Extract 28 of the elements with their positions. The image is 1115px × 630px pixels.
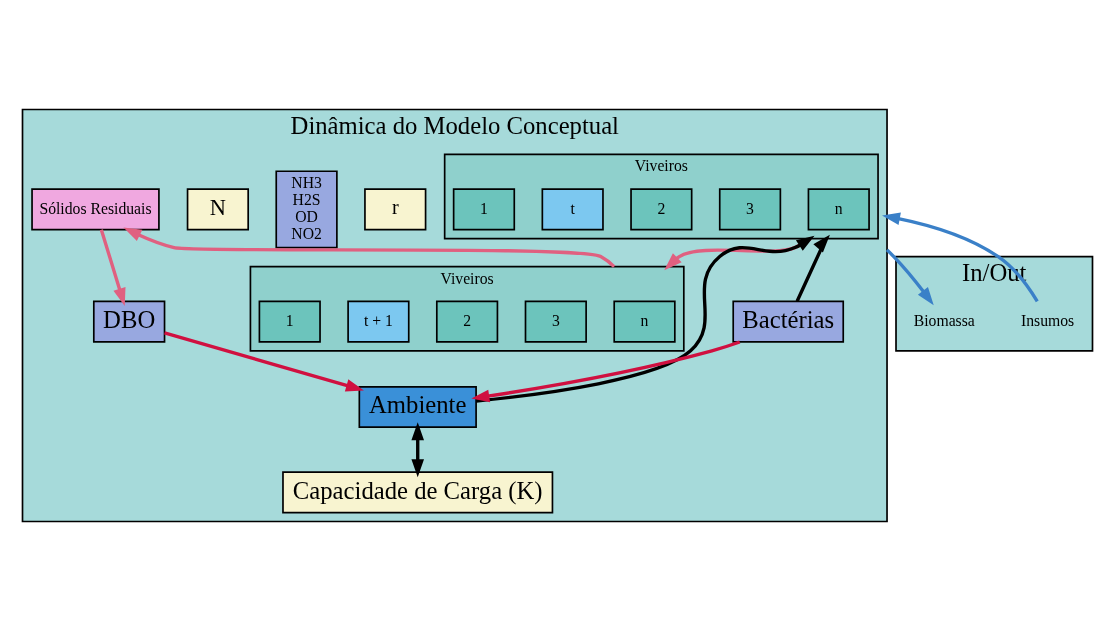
node-box: 1 xyxy=(452,187,516,230)
arrow xyxy=(795,234,830,302)
node-box: DBO xyxy=(92,300,166,343)
node-box: N xyxy=(186,187,249,230)
arrow xyxy=(99,228,126,306)
node-box: NH3 H2S OD NO2 xyxy=(275,169,338,248)
node-box: 2 xyxy=(435,300,499,343)
arrow xyxy=(476,235,815,403)
node-box: Bactérias xyxy=(732,300,845,343)
node-text: Insumos xyxy=(1020,311,1075,329)
node-box: Ambiente xyxy=(358,385,477,428)
node-box: 3 xyxy=(524,300,587,343)
node-box: t + 1 xyxy=(347,300,410,343)
node-box: r xyxy=(364,187,427,230)
arrow xyxy=(882,212,1039,302)
node-box: t xyxy=(541,187,604,230)
arrow xyxy=(411,421,425,477)
node-box: 1 xyxy=(258,300,321,343)
node-box: 2 xyxy=(630,187,693,230)
node-box: n xyxy=(807,187,870,230)
node-box: 3 xyxy=(718,187,782,230)
node-text: Biomassa xyxy=(913,311,975,329)
arrow xyxy=(164,330,364,391)
node-box: Capacidade de Carga (K) xyxy=(282,470,554,513)
node-box: Sólidos Residuais xyxy=(31,187,160,230)
arrow xyxy=(471,339,741,402)
node-box: n xyxy=(613,300,676,343)
arrow xyxy=(123,226,616,268)
